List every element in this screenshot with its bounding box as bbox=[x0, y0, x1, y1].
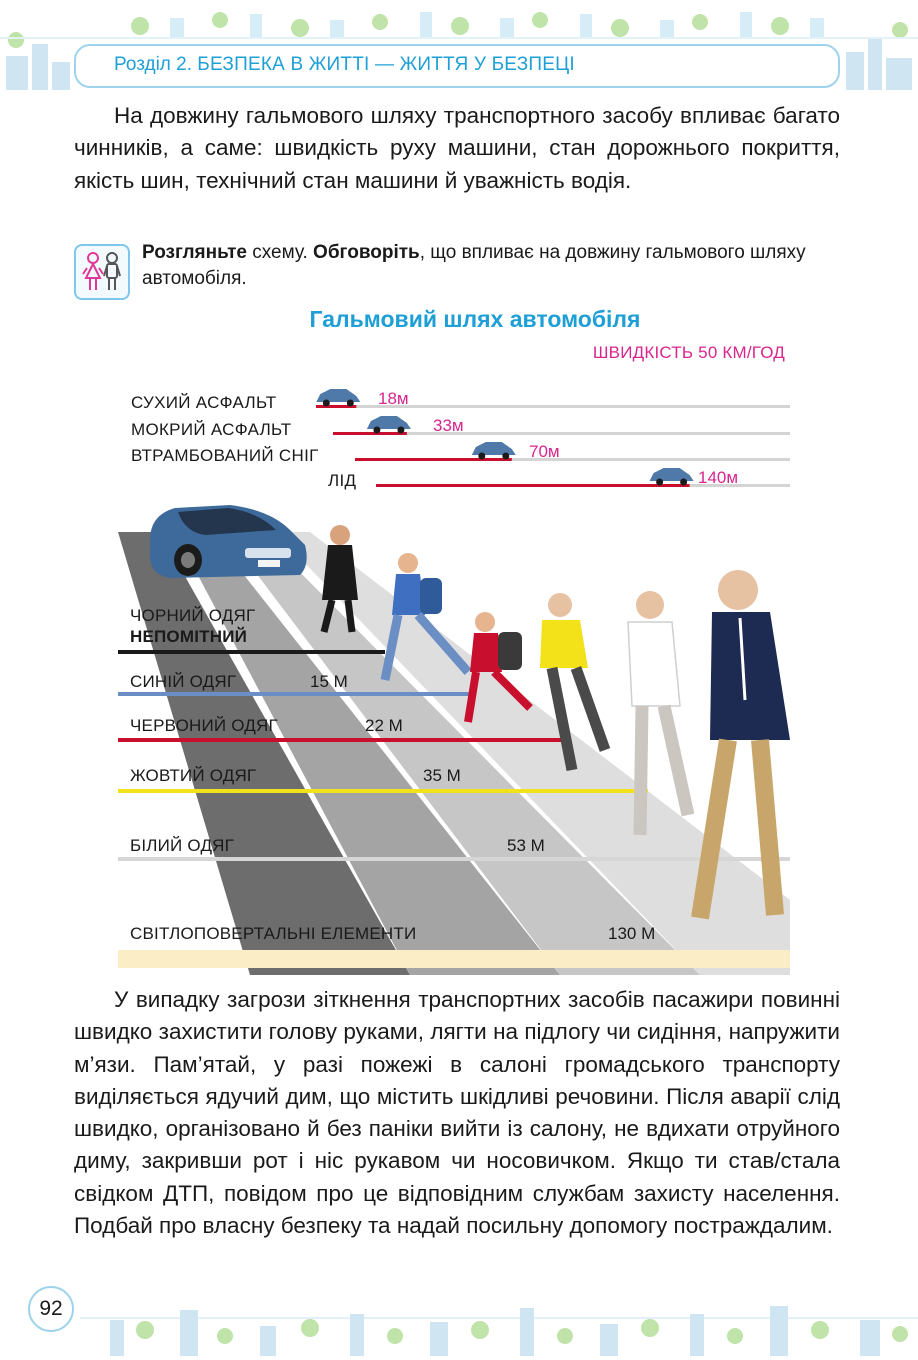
intro-paragraph: На довжину гальмового шляху транспортног… bbox=[74, 103, 840, 193]
road bbox=[118, 530, 790, 975]
surface-value-packed-snow: 70м bbox=[529, 442, 560, 461]
visibility-value-yellow: 35 М bbox=[423, 766, 461, 785]
task-verb-discuss: Обговоріть bbox=[313, 242, 420, 263]
visibility-line-1 bbox=[118, 692, 475, 696]
boy-girl-icon bbox=[74, 244, 130, 300]
road-stripe-4 bbox=[275, 532, 790, 975]
task-text-2: , що впливає на довжину гальмового шляху… bbox=[142, 242, 806, 289]
visibility-label-yellow: ЖОВТИЙ ОДЯГ bbox=[130, 766, 257, 785]
small-car-icon-3 bbox=[649, 468, 694, 486]
surface-label-dry-asphalt: СУХИЙ АСФАЛЬТ bbox=[131, 393, 277, 412]
task-verb-examine: Розгляньте bbox=[142, 242, 247, 263]
speed-label: ШВИДКІСТЬ 50 КМ/ГОД bbox=[592, 343, 785, 362]
blue-car-illustration bbox=[150, 505, 307, 578]
pedestrian-yellow-clothes bbox=[540, 593, 611, 772]
chart-title-text: Гальмовий шлях автомобіля bbox=[309, 306, 641, 332]
header-city-decoration bbox=[0, 12, 918, 90]
visibility-value-blue: 15 М bbox=[310, 672, 348, 691]
section-title: БЕЗПЕКА В ЖИТТІ — ЖИТТЯ У БЕЗПЕЦІ bbox=[197, 54, 575, 75]
task-text-1: схему. bbox=[246, 242, 314, 263]
road-stripe-1 bbox=[118, 532, 410, 975]
header-band bbox=[74, 44, 840, 88]
road-stripe-3 bbox=[225, 532, 700, 975]
braking-bar-1 bbox=[333, 432, 407, 435]
surface-value-wet-asphalt: 33м bbox=[433, 416, 464, 435]
page-number: 92 bbox=[28, 1286, 74, 1332]
small-car-icon-1 bbox=[366, 416, 411, 434]
visibility-sub-black: НЕПОМІТНИЙ bbox=[130, 627, 248, 646]
pedestrian-white-clothes bbox=[627, 591, 695, 836]
visibility-label-reflective: СВІТЛОПОВЕРТАЛЬНІ ЕЛЕМЕНТИ bbox=[130, 924, 417, 943]
visibility-label-blue: СИНІЙ ОДЯГ bbox=[130, 672, 237, 691]
surface-label-ice: ЛІД bbox=[328, 471, 357, 490]
section-header: Розділ 2. БЕЗПЕКА В ЖИТТІ — ЖИТТЯ У БЕЗП… bbox=[114, 54, 575, 76]
pedestrian-red-clothes bbox=[464, 612, 533, 723]
visibility-value-red: 22 М bbox=[365, 716, 403, 735]
small-car-icon-0 bbox=[316, 389, 361, 407]
small-car-icon-2 bbox=[471, 442, 516, 460]
pedestrian-blue-clothes bbox=[380, 553, 472, 681]
task-instruction: Розгляньте схему. Обговоріть, що впливає… bbox=[142, 240, 842, 292]
visibility-line-5 bbox=[118, 950, 790, 968]
surface-bars bbox=[316, 405, 690, 487]
surface-value-ice: 140м bbox=[698, 468, 739, 487]
visibility-line-0 bbox=[118, 650, 385, 654]
pedestrian-black-clothes bbox=[320, 525, 358, 633]
visibility-line-2 bbox=[118, 738, 570, 742]
surface-cars bbox=[316, 389, 694, 486]
surface-track-snow bbox=[355, 458, 790, 461]
visibility-value-reflective: 130 М bbox=[608, 924, 656, 943]
visibility-label-black: ЧОРНИЙ ОДЯГ bbox=[130, 606, 256, 625]
visibility-label-red: ЧЕРВОНИЙ ОДЯГ bbox=[130, 716, 278, 735]
visibility-label-white: БІЛИЙ ОДЯГ bbox=[130, 836, 235, 855]
road-stripe-2 bbox=[175, 532, 560, 975]
safety-paragraph: У випадку загрози зіткнення транспортних… bbox=[74, 987, 840, 1239]
pedestrian-reflective-elements bbox=[691, 570, 790, 920]
surface-label-wet-asphalt: МОКРИЙ АСФАЛЬТ bbox=[131, 420, 292, 439]
braking-bar-0 bbox=[316, 405, 357, 408]
visibility-value-white: 53 М bbox=[507, 836, 545, 855]
surface-track-wet bbox=[333, 432, 790, 435]
surface-label-packed-snow: ВТРАМБОВАНИЙ СНІГ bbox=[131, 446, 319, 465]
braking-bar-2 bbox=[355, 458, 512, 461]
section-number: Розділ 2. bbox=[114, 54, 193, 75]
chart-title: Гальмовий шлях автомобіля bbox=[0, 306, 918, 333]
braking-bar-3 bbox=[376, 484, 690, 487]
visibility-line-3 bbox=[118, 789, 648, 793]
visibility-line-4 bbox=[118, 857, 790, 861]
footer-city-decoration bbox=[80, 1306, 918, 1356]
surface-value-dry-asphalt: 18м bbox=[378, 389, 409, 408]
visibility-lines bbox=[118, 650, 790, 968]
